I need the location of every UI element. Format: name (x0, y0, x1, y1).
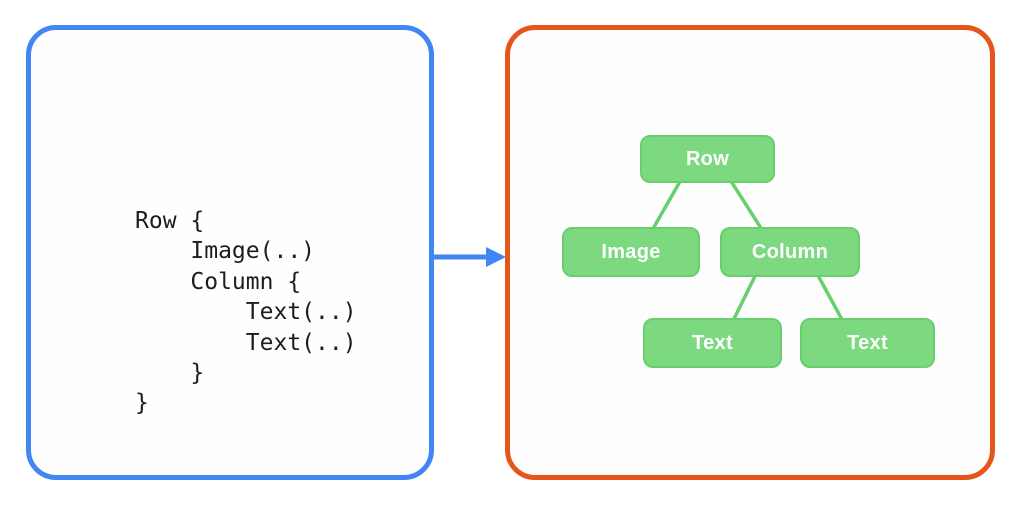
tree-node-text-first: Text (643, 318, 782, 368)
code-line: } (135, 390, 149, 417)
tree-node-label: Image (601, 240, 661, 263)
code-line: Row { (135, 208, 205, 234)
tree-node-column: Column (720, 227, 860, 277)
code-line: Text(..) (135, 299, 357, 326)
code-line: } (135, 360, 205, 387)
code-panel: Row { Image(..) Column { Text(..) Text(.… (26, 25, 434, 480)
tree-node-row: Row (640, 135, 775, 183)
tree-node-label: Row (685, 147, 730, 170)
tree-node-text-second: Text (800, 318, 935, 368)
code-snippet: Row { Image(..) Column { Text(..) Text(.… (135, 206, 357, 419)
tree-node-label: Column (751, 240, 829, 263)
code-line: Text(..) (135, 329, 357, 356)
code-line: Column { (135, 268, 302, 295)
tree-node-image: Image (562, 227, 700, 277)
code-line: Image(..) (135, 238, 316, 265)
tree-node-label: Text (692, 331, 733, 354)
tree-node-label: Text (847, 331, 888, 354)
right-arrow-icon (434, 247, 506, 267)
